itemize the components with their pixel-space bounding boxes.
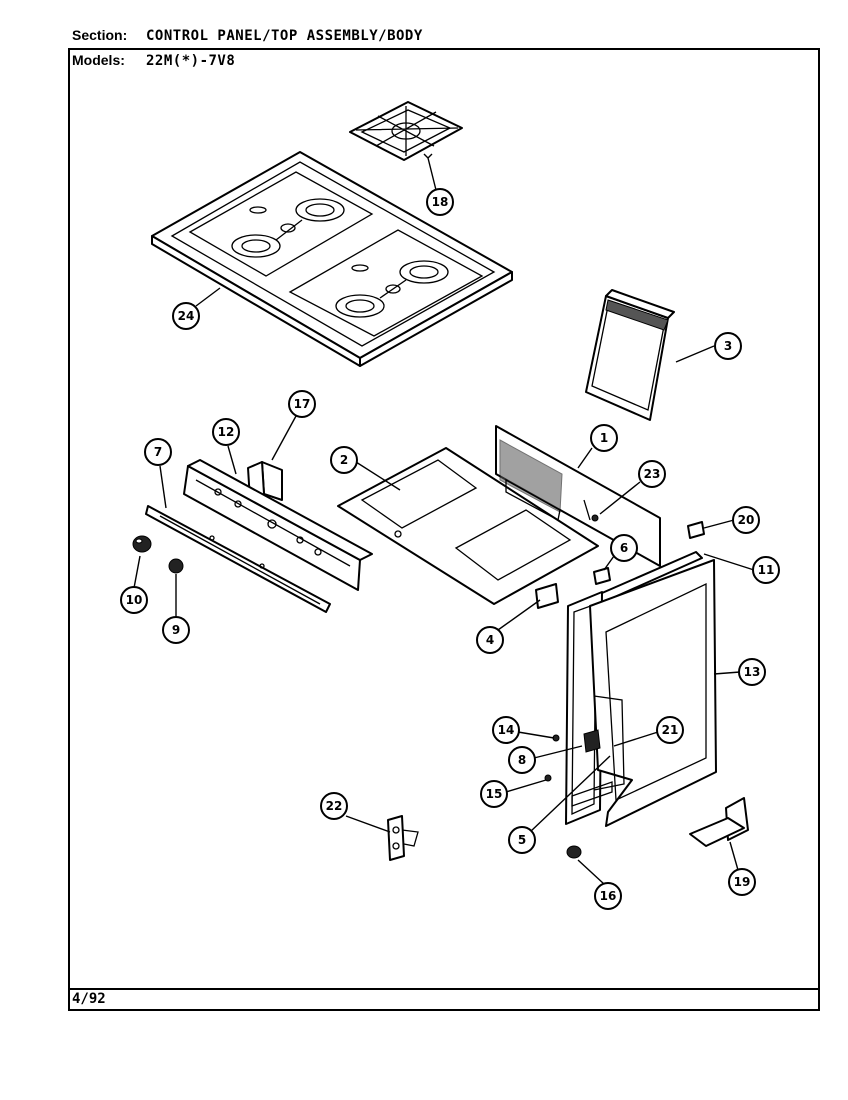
callout-4: 4 <box>476 626 504 654</box>
screw <box>591 514 599 522</box>
side-bracket <box>535 583 559 609</box>
models-label: Models: <box>72 52 125 68</box>
side-panel-and-door <box>565 559 717 827</box>
callout-10: 10 <box>120 586 148 614</box>
svg-text:18: 18 <box>432 195 449 209</box>
callout-6: 6 <box>610 534 638 562</box>
callout-5: 5 <box>508 826 536 854</box>
burner-box <box>337 447 599 605</box>
svg-text:11: 11 <box>758 563 775 577</box>
svg-text:14: 14 <box>498 723 515 737</box>
svg-text:4: 4 <box>486 633 494 647</box>
callout-21: 21 <box>656 716 684 744</box>
cooktop <box>151 151 513 367</box>
callout-19: 19 <box>728 868 756 896</box>
valve-bracket <box>387 815 419 861</box>
svg-text:10: 10 <box>126 593 143 607</box>
callout-1: 1 <box>590 424 618 452</box>
svg-text:20: 20 <box>738 513 755 527</box>
diagram-frame <box>68 48 820 1011</box>
clip <box>687 521 705 539</box>
knob-insert <box>168 558 184 574</box>
callout-20: 20 <box>732 506 760 534</box>
callout-11: 11 <box>752 556 780 584</box>
svg-text:13: 13 <box>744 665 761 679</box>
svg-text:6: 6 <box>620 541 628 555</box>
callout-16: 16 <box>594 882 622 910</box>
svg-text:21: 21 <box>662 723 679 737</box>
back-panel <box>585 289 675 421</box>
callout-3: 3 <box>714 332 742 360</box>
svg-text:2: 2 <box>340 453 348 467</box>
control-knob <box>132 535 152 553</box>
callout-12: 12 <box>212 418 240 446</box>
burner-grate <box>349 101 463 161</box>
svg-text:8: 8 <box>518 753 526 767</box>
callout-23: 23 <box>638 460 666 488</box>
svg-text:1: 1 <box>600 431 608 445</box>
callout-17: 17 <box>288 390 316 418</box>
callout-22: 22 <box>320 792 348 820</box>
callout-2: 2 <box>330 446 358 474</box>
models-header: Models: 22M(*)-7V8 <box>72 52 235 69</box>
svg-text:12: 12 <box>218 425 235 439</box>
callout-9: 9 <box>162 616 190 644</box>
svg-text:23: 23 <box>644 467 661 481</box>
svg-text:22: 22 <box>326 799 343 813</box>
callout-18: 18 <box>426 188 454 216</box>
callout-15: 15 <box>480 780 508 808</box>
revision-date: 4/92 <box>72 991 106 1007</box>
svg-text:9: 9 <box>172 623 180 637</box>
section-value: CONTROL PANEL/TOP ASSEMBLY/BODY <box>146 28 423 44</box>
svg-text:16: 16 <box>600 889 617 903</box>
svg-text:15: 15 <box>486 787 503 801</box>
svg-text:17: 17 <box>294 397 311 411</box>
section-label: Section: <box>72 27 128 43</box>
rear-frame <box>495 425 661 567</box>
callout-14: 14 <box>492 716 520 744</box>
screw <box>544 774 552 782</box>
svg-text:5: 5 <box>518 833 526 847</box>
anti-tip-bracket <box>689 797 749 847</box>
models-value: 22M(*)-7V8 <box>146 53 236 69</box>
panel-trim <box>145 505 331 613</box>
callout-13: 13 <box>738 658 766 686</box>
leveling-leg <box>566 845 582 859</box>
callout-8: 8 <box>508 746 536 774</box>
hinge <box>593 567 611 585</box>
footer-divider <box>68 988 820 990</box>
svg-text:19: 19 <box>734 875 751 889</box>
section-header: Section: CONTROL PANEL/TOP ASSEMBLY/BODY <box>72 27 423 44</box>
svg-text:3: 3 <box>724 339 732 353</box>
svg-text:24: 24 <box>178 309 195 323</box>
callout-7: 7 <box>144 438 172 466</box>
svg-text:7: 7 <box>154 445 162 459</box>
control-panel <box>183 459 373 591</box>
callout-24: 24 <box>172 302 200 330</box>
